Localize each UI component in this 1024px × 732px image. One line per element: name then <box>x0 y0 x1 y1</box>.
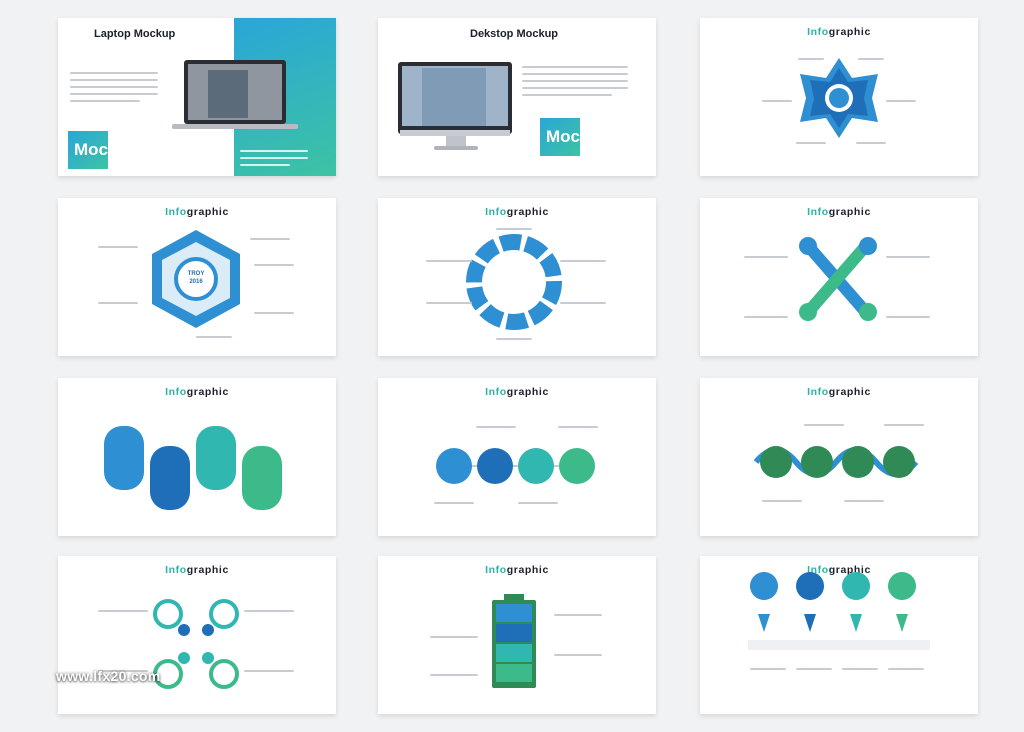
desktop-image <box>398 62 512 150</box>
slide-infographic-star: Infographic <box>700 18 978 176</box>
slide-title: Infographic <box>165 206 229 218</box>
hexagon-center-text: TROY 2016 <box>187 271 205 285</box>
slide-title: Infographic <box>485 206 549 218</box>
laptop-image <box>172 60 298 129</box>
cycle-diagram <box>466 234 562 330</box>
slide-infographic-circles: Infographic <box>378 378 656 536</box>
mockup-badge: Mockup <box>540 118 610 156</box>
slide-infographic-cycle: Infographic <box>378 198 656 356</box>
slide-infographic-pins: Infographic <box>700 556 978 714</box>
battery-diagram <box>492 594 536 688</box>
slide-title: Dekstop Mockup <box>470 28 559 40</box>
slide-title: Laptop Mockup <box>94 28 176 40</box>
slide-laptop-mockup: Laptop Mockup Mockup <box>58 18 336 176</box>
steps-diagram <box>104 426 282 510</box>
rings-diagram <box>153 599 239 689</box>
slide-title: Infographic <box>485 386 549 398</box>
slide-infographic-rings: Infographic <box>58 556 336 714</box>
hexagon-diagram <box>152 230 240 328</box>
star-globe-diagram <box>800 58 878 138</box>
slide-title: Infographic <box>807 206 871 218</box>
slide-title: Infographic <box>807 386 871 398</box>
slide-infographic-hexagon: Infographic TROY 2016 <box>58 198 336 356</box>
slide-infographic-steps: Infographic <box>58 378 336 536</box>
slide-title: Infographic <box>807 26 871 38</box>
slide-title: Infographic <box>165 564 229 576</box>
slide-title: Infographic <box>485 564 549 576</box>
watermark: www.lfx20.com <box>56 668 161 684</box>
slide-title: Infographic <box>165 386 229 398</box>
wave-diagram <box>753 446 919 478</box>
circles-diagram <box>436 448 595 484</box>
slide-infographic-wave: Infographic <box>700 378 978 536</box>
slide-infographic-knot: Infographic <box>700 198 978 356</box>
knot-diagram <box>799 237 877 321</box>
pins-diagram <box>748 572 930 650</box>
mockup-badge: Mockup <box>68 131 138 169</box>
slide-infographic-battery: Infographic <box>378 556 656 714</box>
slide-desktop-mockup: Dekstop Mockup Mockup <box>378 18 656 176</box>
